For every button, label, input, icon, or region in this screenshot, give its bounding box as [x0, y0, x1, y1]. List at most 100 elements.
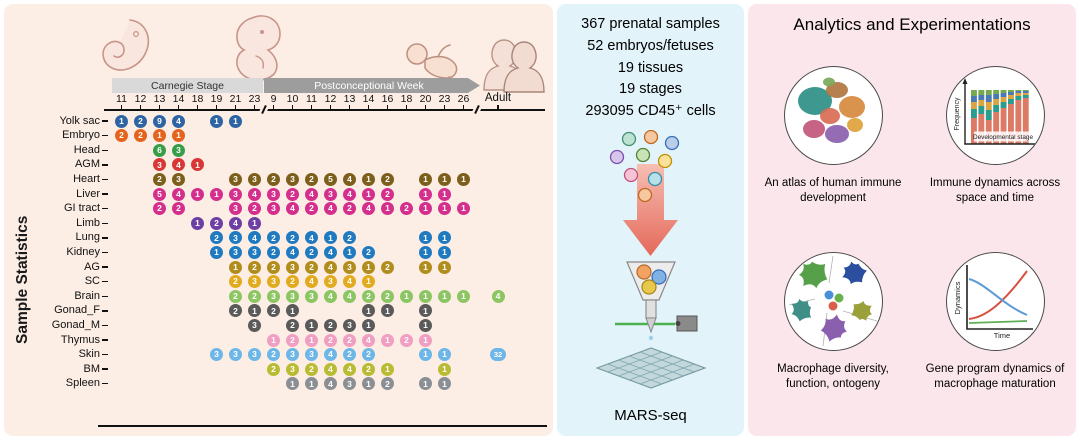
sample-count: 1: [286, 304, 299, 318]
sample-count: 2: [286, 231, 299, 245]
tissue-tick: [102, 207, 108, 210]
sample-count: 1: [172, 129, 185, 143]
sample-count: 3: [305, 348, 318, 362]
sample-count: 2: [210, 231, 223, 245]
sample-count: 2: [134, 114, 147, 128]
sample-count: 2: [381, 377, 394, 391]
sample-count: 2: [267, 348, 280, 362]
sample-count: 1: [457, 172, 470, 186]
tissue-label: Gonad_M: [51, 318, 100, 331]
postconceptional-week-label: Postconceptional Week: [314, 79, 424, 92]
tissue-label: Thymus: [60, 333, 100, 346]
fetus-icon: [236, 15, 281, 81]
sample-count: 1: [419, 333, 432, 347]
card-caption: Immune dynamics across space and time: [929, 177, 1061, 204]
tissue-label: Lung: [75, 231, 100, 244]
sample-count: 1: [419, 260, 432, 274]
sample-count: 5: [153, 187, 166, 201]
tissue-label: BM: [83, 362, 101, 375]
axis-tick-week-23: 23: [435, 93, 454, 109]
cells-to-sequencer-arrow-icon: [609, 130, 680, 256]
sample-count: 2: [248, 202, 261, 216]
sample-count: 2: [248, 260, 261, 274]
axis-tick-week-16: 16: [378, 93, 397, 109]
stat-line: 52 embryos/fetuses: [587, 37, 714, 54]
sample-count: 1: [419, 187, 432, 201]
sample-count: 2: [305, 362, 318, 376]
tissue-label: SC: [84, 275, 100, 288]
sample-count: 3: [229, 245, 242, 259]
sample-count: 3: [248, 348, 261, 362]
tissue-tick: [102, 266, 108, 268]
sample-count: 3: [248, 245, 261, 259]
card-caption: Macrophage diversity, function, ontogeny: [777, 362, 889, 390]
sample-count: 1: [324, 231, 337, 245]
macrophage-shapes-icon: [783, 251, 883, 351]
axis-tick-carnegie-21: 21: [226, 93, 245, 109]
sample-count: 2: [305, 172, 318, 186]
sample-count: 1: [419, 318, 432, 332]
sample-count: 4: [362, 202, 375, 216]
sample-count: 2: [362, 362, 375, 376]
sample-count: 4: [343, 275, 356, 289]
sample-count: 4: [343, 172, 356, 186]
card-caption: Gene program dynamics of macrophage matu…: [925, 362, 1065, 390]
tissue-label: Limb: [76, 216, 100, 229]
sample-count: 3: [267, 202, 280, 216]
sample-count: 1: [191, 187, 204, 201]
sample-count: 2: [305, 245, 318, 259]
sample-count: 3: [248, 275, 261, 289]
frequency-axis-label: Frequency: [954, 96, 961, 130]
sample-count: 1: [191, 158, 204, 172]
axis-tick-week-18: 18: [397, 93, 416, 109]
sample-count: 3: [286, 348, 299, 362]
sample-count: 3: [248, 172, 261, 186]
line-chart-icon: Dynamics Time: [945, 251, 1045, 351]
mars-seq-label: MARS-seq: [614, 407, 687, 424]
sample-count: 4: [172, 187, 185, 201]
tissue-label: Head: [73, 143, 100, 156]
sample-count: 1: [115, 114, 128, 128]
top-axis-line: [104, 109, 545, 111]
tissue-tick: [102, 149, 108, 151]
sample-count: 4: [491, 289, 505, 303]
carnegie-stage-label: Carnegie Stage: [151, 79, 224, 92]
sample-count: 4: [305, 275, 318, 289]
sample-count: 4: [324, 245, 337, 259]
sample-count: 1: [362, 318, 375, 332]
sample-count: 2: [381, 289, 394, 303]
sample-count: 3: [343, 260, 356, 274]
sample-count: 2: [267, 362, 280, 376]
axis-tick-week-20: 20: [416, 93, 435, 109]
sample-count: 4: [229, 216, 242, 230]
tissue-tick: [102, 310, 108, 312]
adults-icon: [483, 39, 545, 93]
sample-count: 2: [362, 245, 375, 259]
sample-count: 1: [362, 187, 375, 201]
sample-count: 32: [490, 348, 506, 362]
sample-count: 4: [248, 187, 261, 201]
sample-count: 3: [153, 158, 166, 172]
sample-count: 3: [210, 348, 223, 362]
sample-count: 1: [419, 348, 432, 362]
sample-count: 4: [305, 187, 318, 201]
sample-count: 3: [286, 172, 299, 186]
sample-count: 2: [343, 333, 356, 347]
sample-count: 1: [419, 304, 432, 318]
stat-line: 19 stages: [619, 81, 682, 98]
sample-count: 2: [324, 318, 337, 332]
sample-count: 2: [381, 187, 394, 201]
sample-count: 1: [305, 377, 318, 391]
sample-count: 2: [400, 333, 413, 347]
analytics-cards: An atlas of human immune development Fre…: [756, 66, 1068, 392]
